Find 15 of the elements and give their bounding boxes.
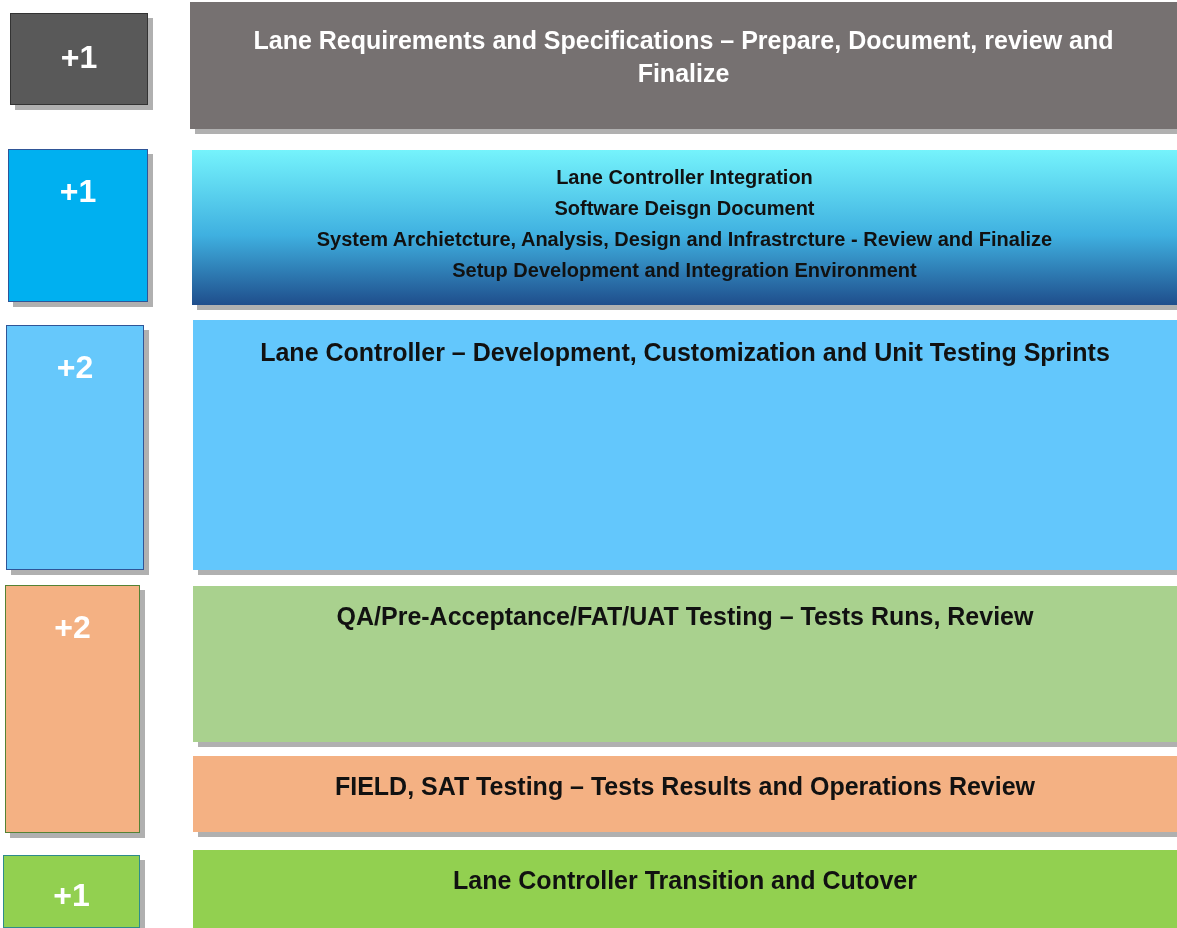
duration-number: +1 — [59, 38, 99, 77]
phase-title: FIELD, SAT Testing – Tests Results and Operations Review — [333, 771, 1037, 802]
phase-title: Lane Controller Transition and Cutover — [452, 865, 918, 896]
phase-title: QA/Pre-Acceptance/FAT/UAT Testing – Tests Runs, Review — [335, 601, 1035, 632]
phase-title: Software Deisgn Document — [553, 196, 816, 221]
phase-title: Setup Development and Integration Environment — [451, 258, 918, 283]
phase-title: Lane Controller – Development, Customization and Unit Testing Sprints — [259, 337, 1111, 368]
duration-number: +1 — [52, 876, 91, 915]
phase-title: Lane Controller Integration — [555, 165, 814, 190]
duration-number: +2 — [53, 608, 92, 647]
duration-number: +2 — [55, 348, 95, 387]
phase-title: System Archietcture, Analysis, Design and Infrastrcture - Review and Finalize — [315, 227, 1054, 252]
phase-title: Lane Requirements and Specifications – Prepare, Document, review and Finalize — [252, 25, 1115, 89]
duration-number: +1 — [58, 172, 98, 211]
phase-band — [193, 850, 1177, 928]
